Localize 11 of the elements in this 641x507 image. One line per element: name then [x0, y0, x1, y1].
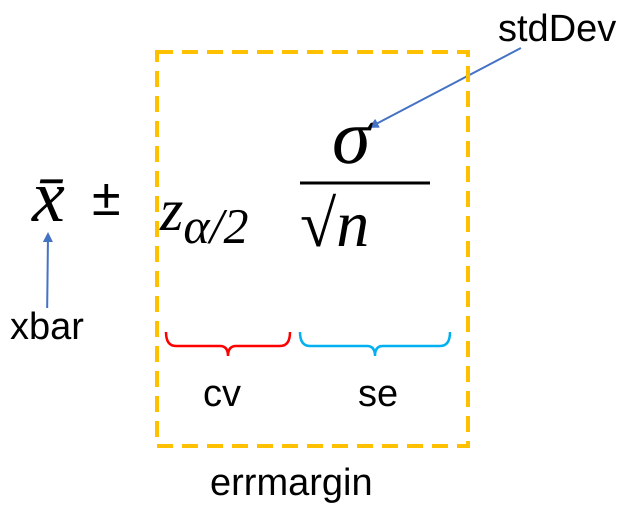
math-symbol: x̄ [32, 160, 65, 234]
bracket-label: cv [203, 375, 241, 413]
frame-label: errmargin [210, 464, 373, 502]
annotation-label: xbar [10, 308, 84, 346]
math-symbol: σ [332, 98, 370, 176]
annotation-label: stdDev [498, 10, 616, 48]
formula-term: √n [300, 192, 370, 258]
formula-term: z$_{α/2}$ [160, 180, 248, 251]
bracket-label: se [358, 375, 398, 413]
leader-arrow [42, 232, 53, 308]
plus-minus-sign: ± [92, 172, 121, 224]
